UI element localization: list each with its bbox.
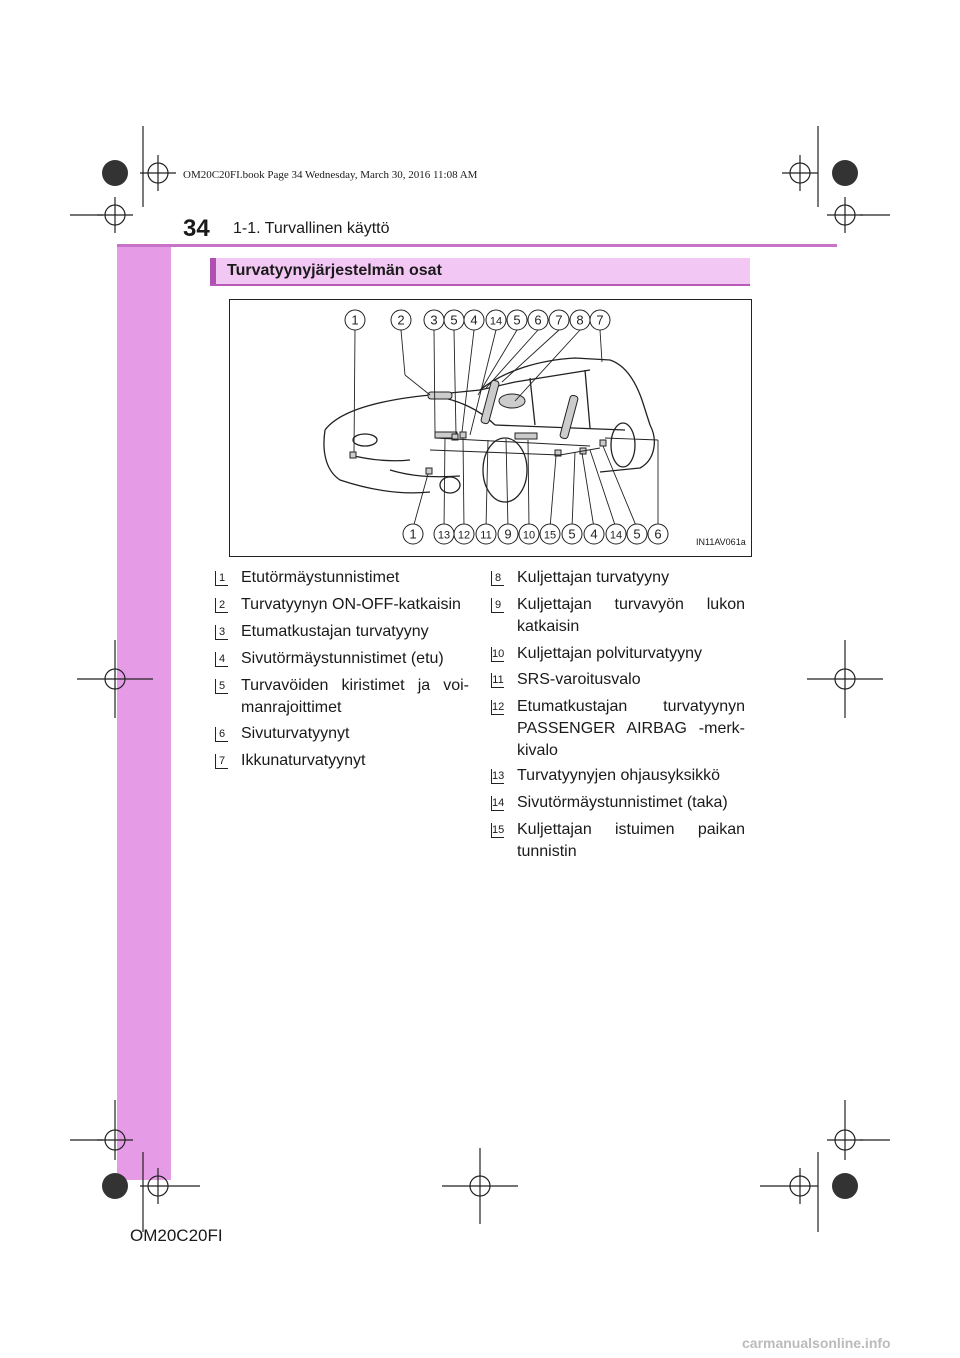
legend-number: 2 bbox=[215, 598, 228, 613]
callout-number: 4 bbox=[590, 527, 597, 542]
legend-text: Ikkunaturvatyynyt bbox=[241, 750, 469, 772]
legend-number: 13 bbox=[491, 769, 504, 784]
legend-number: 6 bbox=[215, 727, 228, 742]
callout-number: 6 bbox=[534, 313, 541, 328]
legend-text: Etumatkustajan turvatyynyn PASSENGER AIR… bbox=[517, 696, 745, 762]
callout-number: 14 bbox=[610, 530, 622, 542]
callout-number: 2 bbox=[397, 313, 404, 328]
callout-number: 1 bbox=[409, 527, 416, 542]
section-header: Turvatyynyjärjestelmän osat bbox=[210, 258, 750, 286]
legend-number: 11 bbox=[491, 673, 504, 688]
callout-number: 8 bbox=[576, 313, 583, 328]
legend-text: Sivutörmäystunnistimet (etu) bbox=[241, 648, 469, 670]
car-outline bbox=[324, 358, 654, 502]
running-head: 1-1. Turvallinen käyttö bbox=[233, 220, 390, 238]
callout-number: 7 bbox=[596, 313, 603, 328]
legend-number: 3 bbox=[215, 625, 228, 640]
watermark: carmanualsonline.info bbox=[742, 1335, 891, 1351]
legend-text: Etumatkustajan turvatyyny bbox=[241, 621, 469, 643]
legend-text: Sivutörmäystunnistimet (taka) bbox=[517, 792, 745, 814]
callout-number: 13 bbox=[438, 530, 450, 542]
callout-number: 14 bbox=[490, 316, 502, 328]
legend-text: Kuljettajan istuimen paikan tunnistin bbox=[517, 819, 745, 863]
page-number: 34 bbox=[183, 215, 210, 243]
legend-number: 4 bbox=[215, 652, 228, 667]
callout-number: 1 bbox=[351, 313, 358, 328]
figure-code: IN11AV061a bbox=[696, 537, 746, 547]
callout-number: 11 bbox=[480, 530, 491, 542]
legend-text: Turvatyynyn ON-OFF-katkaisin bbox=[241, 594, 469, 616]
callout-number: 5 bbox=[513, 313, 520, 328]
legend-text: SRS-varoitusvalo bbox=[517, 669, 745, 691]
callout-number: 5 bbox=[450, 313, 457, 328]
callout-number: 12 bbox=[458, 530, 470, 542]
floor-lines bbox=[430, 438, 600, 455]
legend-text: Turvatyynyjen ohjausyksikkö bbox=[517, 765, 745, 787]
legend-text: Kuljettajan polviturvatyyny bbox=[517, 643, 745, 665]
legend-number: 14 bbox=[491, 796, 504, 811]
callout-number: 6 bbox=[654, 527, 661, 542]
legend-number: 1 bbox=[215, 571, 228, 586]
callout-number: 5 bbox=[568, 527, 575, 542]
legend-number: 7 bbox=[215, 754, 228, 769]
callout-number: 15 bbox=[544, 530, 556, 542]
legend-number: 10 bbox=[491, 647, 504, 662]
airbag-components bbox=[350, 380, 606, 474]
legend-number: 9 bbox=[491, 598, 504, 613]
section-title: Turvatyynyjärjestelmän osat bbox=[227, 262, 442, 280]
legend-number: 8 bbox=[491, 571, 504, 586]
legend-text: Turvavöiden kiristimet ja voi-manrajoitt… bbox=[241, 675, 469, 719]
callout-number: 10 bbox=[523, 530, 535, 542]
section-marker bbox=[210, 258, 216, 284]
callout-number: 4 bbox=[470, 313, 477, 328]
callout-number: 9 bbox=[504, 527, 511, 542]
legend-text: Kuljettajan turvavyön lukon katkaisin bbox=[517, 594, 745, 638]
callout-number: 7 bbox=[555, 313, 562, 328]
legend-number: 5 bbox=[215, 679, 228, 694]
legend-text: Kuljettajan turvatyyny bbox=[517, 567, 745, 589]
legend-number: 15 bbox=[491, 823, 504, 838]
callout-number: 5 bbox=[633, 527, 640, 542]
book-info: OM20C20FI.book Page 34 Wednesday, March … bbox=[183, 169, 477, 181]
bottom-leader-lines bbox=[413, 438, 658, 528]
legend-number: 12 bbox=[491, 700, 504, 715]
legend-text: Etutörmäystunnistimet bbox=[241, 567, 469, 589]
callout-number: 3 bbox=[430, 313, 437, 328]
footer-code: OM20C20FI bbox=[130, 1226, 223, 1246]
legend-text: Sivuturvatyynyt bbox=[241, 723, 469, 745]
